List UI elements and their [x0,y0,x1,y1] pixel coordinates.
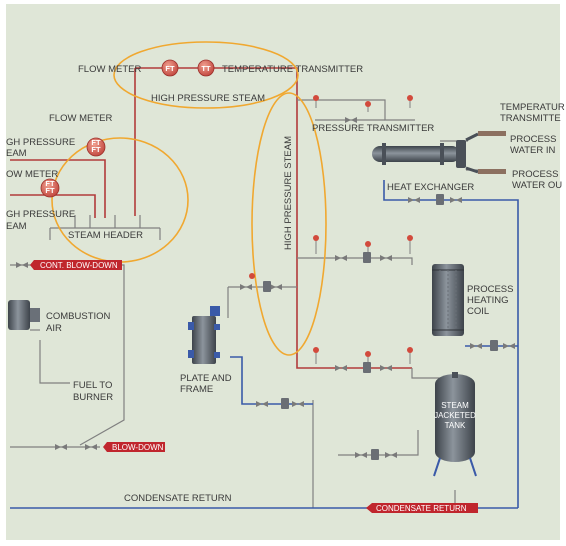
process-heating-coil-label-3: COIL [467,306,489,317]
steam-jacketed-tank-label-1: STEAM [441,401,469,410]
valve-icon [85,444,97,450]
temperature-transmitter-right-label-2: TRANSMITTE [500,113,561,124]
valve-icon [270,284,282,290]
pressure-gauge-icon [365,351,371,357]
high-pressure-steam-top-label: HIGH PRESSURE STEAM [151,93,265,104]
condensate-return-label: CONDENSATE RETURN [124,493,232,504]
heat-exchanger-label: HEAT EXCHANGER [387,182,474,193]
valve-icons [16,117,515,458]
ft-left-1b-label: FT [91,145,101,154]
valve-icon [292,401,304,407]
flow-meter-icon[interactable]: FT [161,59,179,77]
valve-icon [450,197,462,203]
plate-and-frame-exchanger[interactable] [188,306,220,364]
steam-jacketed-tank[interactable] [433,372,477,477]
ft-left-1a-label: FT [91,138,101,147]
high-pressure-steam-left-2b: EAM [6,221,27,232]
temperature-transmitter-icon[interactable]: TT [197,59,215,77]
cont-blow-down-tag: CONT. BLOW-DOWN [30,260,122,270]
process-heating-coil-label-2: HEATING [467,295,509,306]
valve-icon [470,343,482,349]
ft-left-2a-label: FT [45,179,55,188]
flow-meter-top-label: FLOW METER [78,64,141,75]
flow-meter-left-2-icon[interactable]: FT FT [40,178,60,198]
fuel-to-burner-label-1: FUEL TO [73,380,112,391]
valve-icon [380,365,392,371]
high-pressure-steam-left-1b: EAM [6,148,27,159]
valve-icon [256,401,268,407]
condensate-return-tag-label: CONDENSATE RETURN [376,504,467,513]
pressure-gauge-icon [407,235,413,241]
flow-meter-left-label: FLOW METER [49,113,112,124]
pressure-gauge-icon [313,235,319,241]
pressure-gauge-icon [249,273,255,279]
blow-down-tag: BLOW-DOWN [103,442,165,452]
process-heating-coil[interactable] [432,264,464,336]
valve-icon [55,444,67,450]
highlight-flow-meter-area [113,41,299,109]
ft-left-2b-label: FT [45,186,55,195]
pressure-gauge-icon [313,95,319,101]
plate-and-frame-label-1: PLATE AND [180,373,232,384]
high-pressure-steam-vertical-label: HIGH PRESSURE STEAM [283,136,294,250]
temperature-transmitter-right-label-1: TEMPERATUR [500,102,565,113]
ft-top-label: FT [165,64,175,73]
steam-jacketed-tank-label-2: JACKETED [434,411,476,420]
combustion-air-label-1: COMBUSTION [46,311,111,322]
pressure-gauge-icon [365,241,371,247]
steam-trap-icon [263,281,271,292]
valve-icon [408,197,420,203]
steam-trap-icons [263,194,498,460]
valve-icon [335,365,347,371]
pressure-transmitter-label: PRESSURE TRANSMITTER [312,123,434,134]
steam-jacketed-tank-label-3: TANK [445,421,466,430]
process-water-out-label-2: WATER OU [512,180,562,191]
process-water-out-label-1: PROCESS [512,169,558,180]
combustion-air-label-2: AIR [46,323,62,334]
valve-icon [345,117,357,123]
valve-icon [385,452,397,458]
highlight-high-pressure-steam [251,92,327,356]
process-water-in-label-2: WATER IN [510,145,556,156]
valve-icon [380,255,392,261]
steam-header-label: STEAM HEADER [68,230,143,241]
steam-trap-icon [363,362,371,373]
pressure-gauge-icon [313,347,319,353]
steam-trap-icon [436,194,444,205]
steam-trap-icon [281,398,289,409]
flow-meter-left-2-label: OW METER [6,169,58,180]
condensate-return-tag: CONDENSATE RETURN [366,503,478,513]
valve-icon [240,284,252,290]
diagram-background [6,4,560,540]
steam-supply-lines [10,67,412,369]
blow-down-label: BLOW-DOWN [112,443,164,452]
process-water-in-label-1: PROCESS [510,134,556,145]
high-pressure-steam-left-2a: GH PRESSURE [6,209,75,220]
pressure-gauge-icon [407,95,413,101]
valve-icon [16,262,28,268]
combustion-air-blower[interactable] [8,300,40,330]
valve-icon [355,452,367,458]
pressure-gauge-icon [365,101,371,107]
process-heating-coil-label-1: PROCESS [467,284,513,295]
temperature-transmitter-top-label: TEMPERATURE TRANSMITTER [222,64,363,75]
valve-icon [335,255,347,261]
steam-trap-icon [371,449,379,460]
flow-meter-left-1-icon[interactable]: FT FT [86,137,106,157]
fuel-to-burner-label-2: BURNER [73,392,113,403]
plate-and-frame-label-2: FRAME [180,384,213,395]
cont-blow-down-label: CONT. BLOW-DOWN [40,261,118,270]
valve-icon [503,343,515,349]
heat-exchanger[interactable] [372,131,506,174]
steam-trap-icon [490,340,498,351]
pressure-gauge-icon [407,347,413,353]
steam-trap-icon [363,252,371,263]
tt-top-label: TT [201,64,211,73]
high-pressure-steam-left-1a: GH PRESSURE [6,137,75,148]
